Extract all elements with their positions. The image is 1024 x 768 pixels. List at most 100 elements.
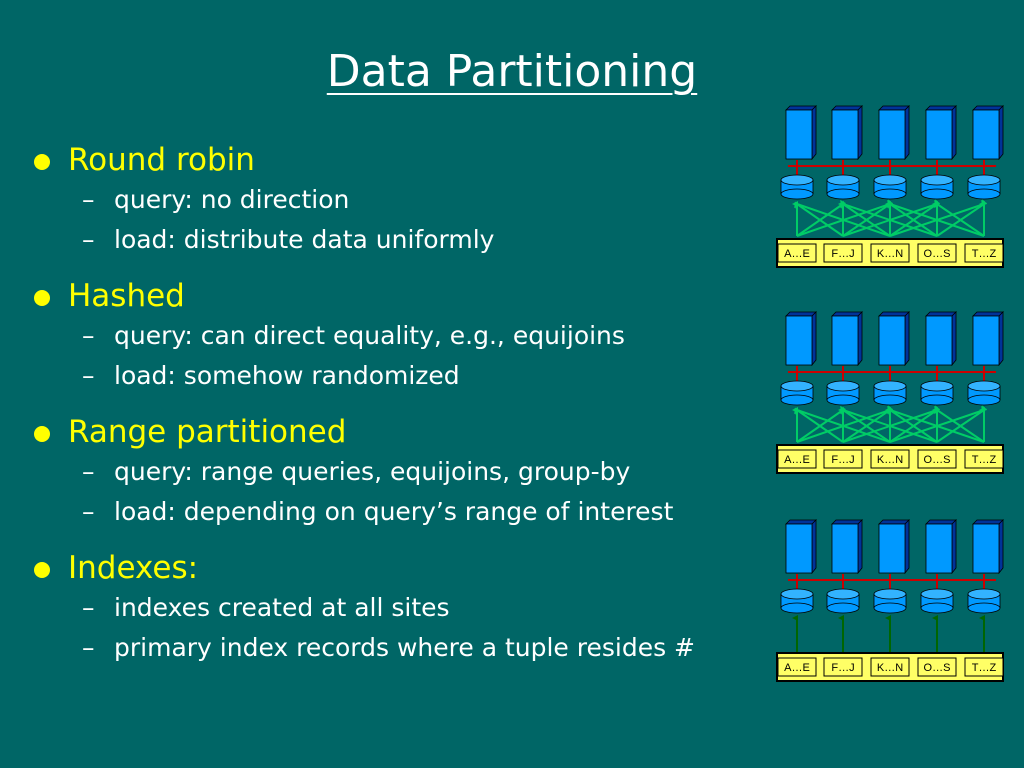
sub-item-text: query: no direction	[114, 185, 350, 214]
range-cell: A…E	[777, 657, 817, 677]
dash-marker: –	[82, 457, 95, 486]
sub-item-text: query: range queries, equijoins, group-b…	[114, 457, 631, 486]
bullet-head: Indexes:	[34, 546, 774, 590]
route-arrow	[794, 202, 891, 237]
range-bar: A…E F…J K…N O…S T…Z	[776, 238, 1004, 268]
partition-panel: A…E F…J K…N O…S T…Z	[776, 105, 1004, 268]
bullet-head: Round robin	[34, 138, 774, 182]
route-arrow	[887, 408, 985, 443]
range-cell: A…E	[777, 243, 817, 263]
range-cell: K…N	[870, 657, 910, 677]
disk-icon	[873, 588, 907, 614]
disk-icon	[780, 588, 814, 614]
range-label: O…S	[924, 248, 951, 260]
route-arrow	[934, 201, 985, 237]
route-arrow	[840, 408, 938, 443]
disk-icon	[780, 174, 814, 200]
bullet-label: Round robin	[68, 142, 255, 178]
range-label: F…J	[831, 248, 854, 260]
range-label: A…E	[784, 454, 810, 466]
range-label: T…Z	[972, 248, 997, 260]
sub-item: – load: somehow randomized	[34, 358, 774, 398]
disk-icon	[873, 380, 907, 406]
route-arrow	[840, 407, 891, 443]
processor-icon	[972, 311, 1004, 367]
range-label: K…N	[877, 454, 903, 466]
bullet-label: Hashed	[68, 278, 185, 314]
bullet-round-robin: Round robin – query: no direction – load…	[34, 138, 774, 262]
processor-icon	[972, 519, 1004, 575]
disk-icon	[967, 588, 1001, 614]
disk-icon	[920, 380, 954, 406]
disk-icon	[920, 174, 954, 200]
disk-icon	[967, 174, 1001, 200]
processor-icon	[925, 105, 957, 161]
sub-item-text: load: distribute data uniformly	[114, 225, 495, 254]
sub-item-text: indexes created at all sites	[114, 593, 450, 622]
sub-item-text: primary index records where a tuple resi…	[114, 633, 695, 662]
range-cell: A…E	[777, 449, 817, 469]
route-arrow	[794, 408, 891, 443]
range-label: O…S	[924, 662, 951, 674]
disk-icon	[920, 588, 954, 614]
processor-icon	[785, 519, 817, 575]
bullet-dot-icon	[34, 562, 50, 578]
dash-marker: –	[82, 225, 95, 254]
route-arrow	[887, 202, 985, 237]
processor-icon	[831, 311, 863, 367]
dash-marker: –	[82, 321, 95, 350]
processor-icon	[878, 311, 910, 367]
dash-marker: –	[82, 185, 95, 214]
bullet-indexes: Indexes: – indexes created at all sites …	[34, 546, 774, 670]
dash-marker: –	[82, 497, 95, 526]
bullet-label: Indexes:	[68, 550, 199, 586]
route-arrow	[840, 201, 891, 237]
bullet-hashed: Hashed – query: can direct equality, e.g…	[34, 274, 774, 398]
range-bar: A…E F…J K…N O…S T…Z	[776, 444, 1004, 474]
range-cell: O…S	[917, 657, 957, 677]
range-cell: K…N	[870, 243, 910, 263]
dash-marker: –	[82, 361, 95, 390]
range-label: F…J	[831, 662, 854, 674]
disk-icon	[873, 174, 907, 200]
range-cell: T…Z	[964, 243, 1004, 263]
bullet-label: Range partitioned	[68, 414, 347, 450]
processor-icon	[831, 105, 863, 161]
route-arrow	[934, 407, 985, 443]
disk-icon	[826, 588, 860, 614]
sub-item-text: load: somehow randomized	[114, 361, 460, 390]
range-label: T…Z	[972, 454, 997, 466]
range-cell: O…S	[917, 243, 957, 263]
range-cell: F…J	[823, 657, 863, 677]
sub-item: – indexes created at all sites	[34, 590, 774, 630]
sub-item-text: query: can direct equality, e.g., equijo…	[114, 321, 625, 350]
sub-item: – query: can direct equality, e.g., equi…	[34, 318, 774, 358]
bullet-head: Range partitioned	[34, 410, 774, 454]
sub-item: – primary index records where a tuple re…	[34, 630, 774, 670]
sub-item-text: load: depending on query’s range of inte…	[114, 497, 674, 526]
range-cell: F…J	[823, 449, 863, 469]
range-label: F…J	[831, 454, 854, 466]
range-cell: O…S	[917, 449, 957, 469]
processor-icon	[878, 105, 910, 161]
partition-diagrams: A…E F…J K…N O…S T…Z A…E F…J K…N O…S T…Z A…E F…J K…N O…	[776, 105, 1004, 682]
range-cell: K…N	[870, 449, 910, 469]
route-arrow	[840, 202, 938, 237]
disk-icon	[967, 380, 1001, 406]
route-arrow	[794, 201, 844, 237]
processor-icon	[785, 105, 817, 161]
disk-icon	[826, 174, 860, 200]
dash-marker: –	[82, 593, 95, 622]
processor-icon	[785, 311, 817, 367]
range-label: A…E	[784, 248, 810, 260]
bullet-dot-icon	[34, 426, 50, 442]
bullet-range-partitioned: Range partitioned – query: range queries…	[34, 410, 774, 534]
sub-item: – load: distribute data uniformly	[34, 222, 774, 262]
route-arrow	[887, 407, 938, 443]
sub-item: – load: depending on query’s range of in…	[34, 494, 774, 534]
processor-icon	[925, 519, 957, 575]
slide-title: Data Partitioning	[326, 46, 698, 97]
